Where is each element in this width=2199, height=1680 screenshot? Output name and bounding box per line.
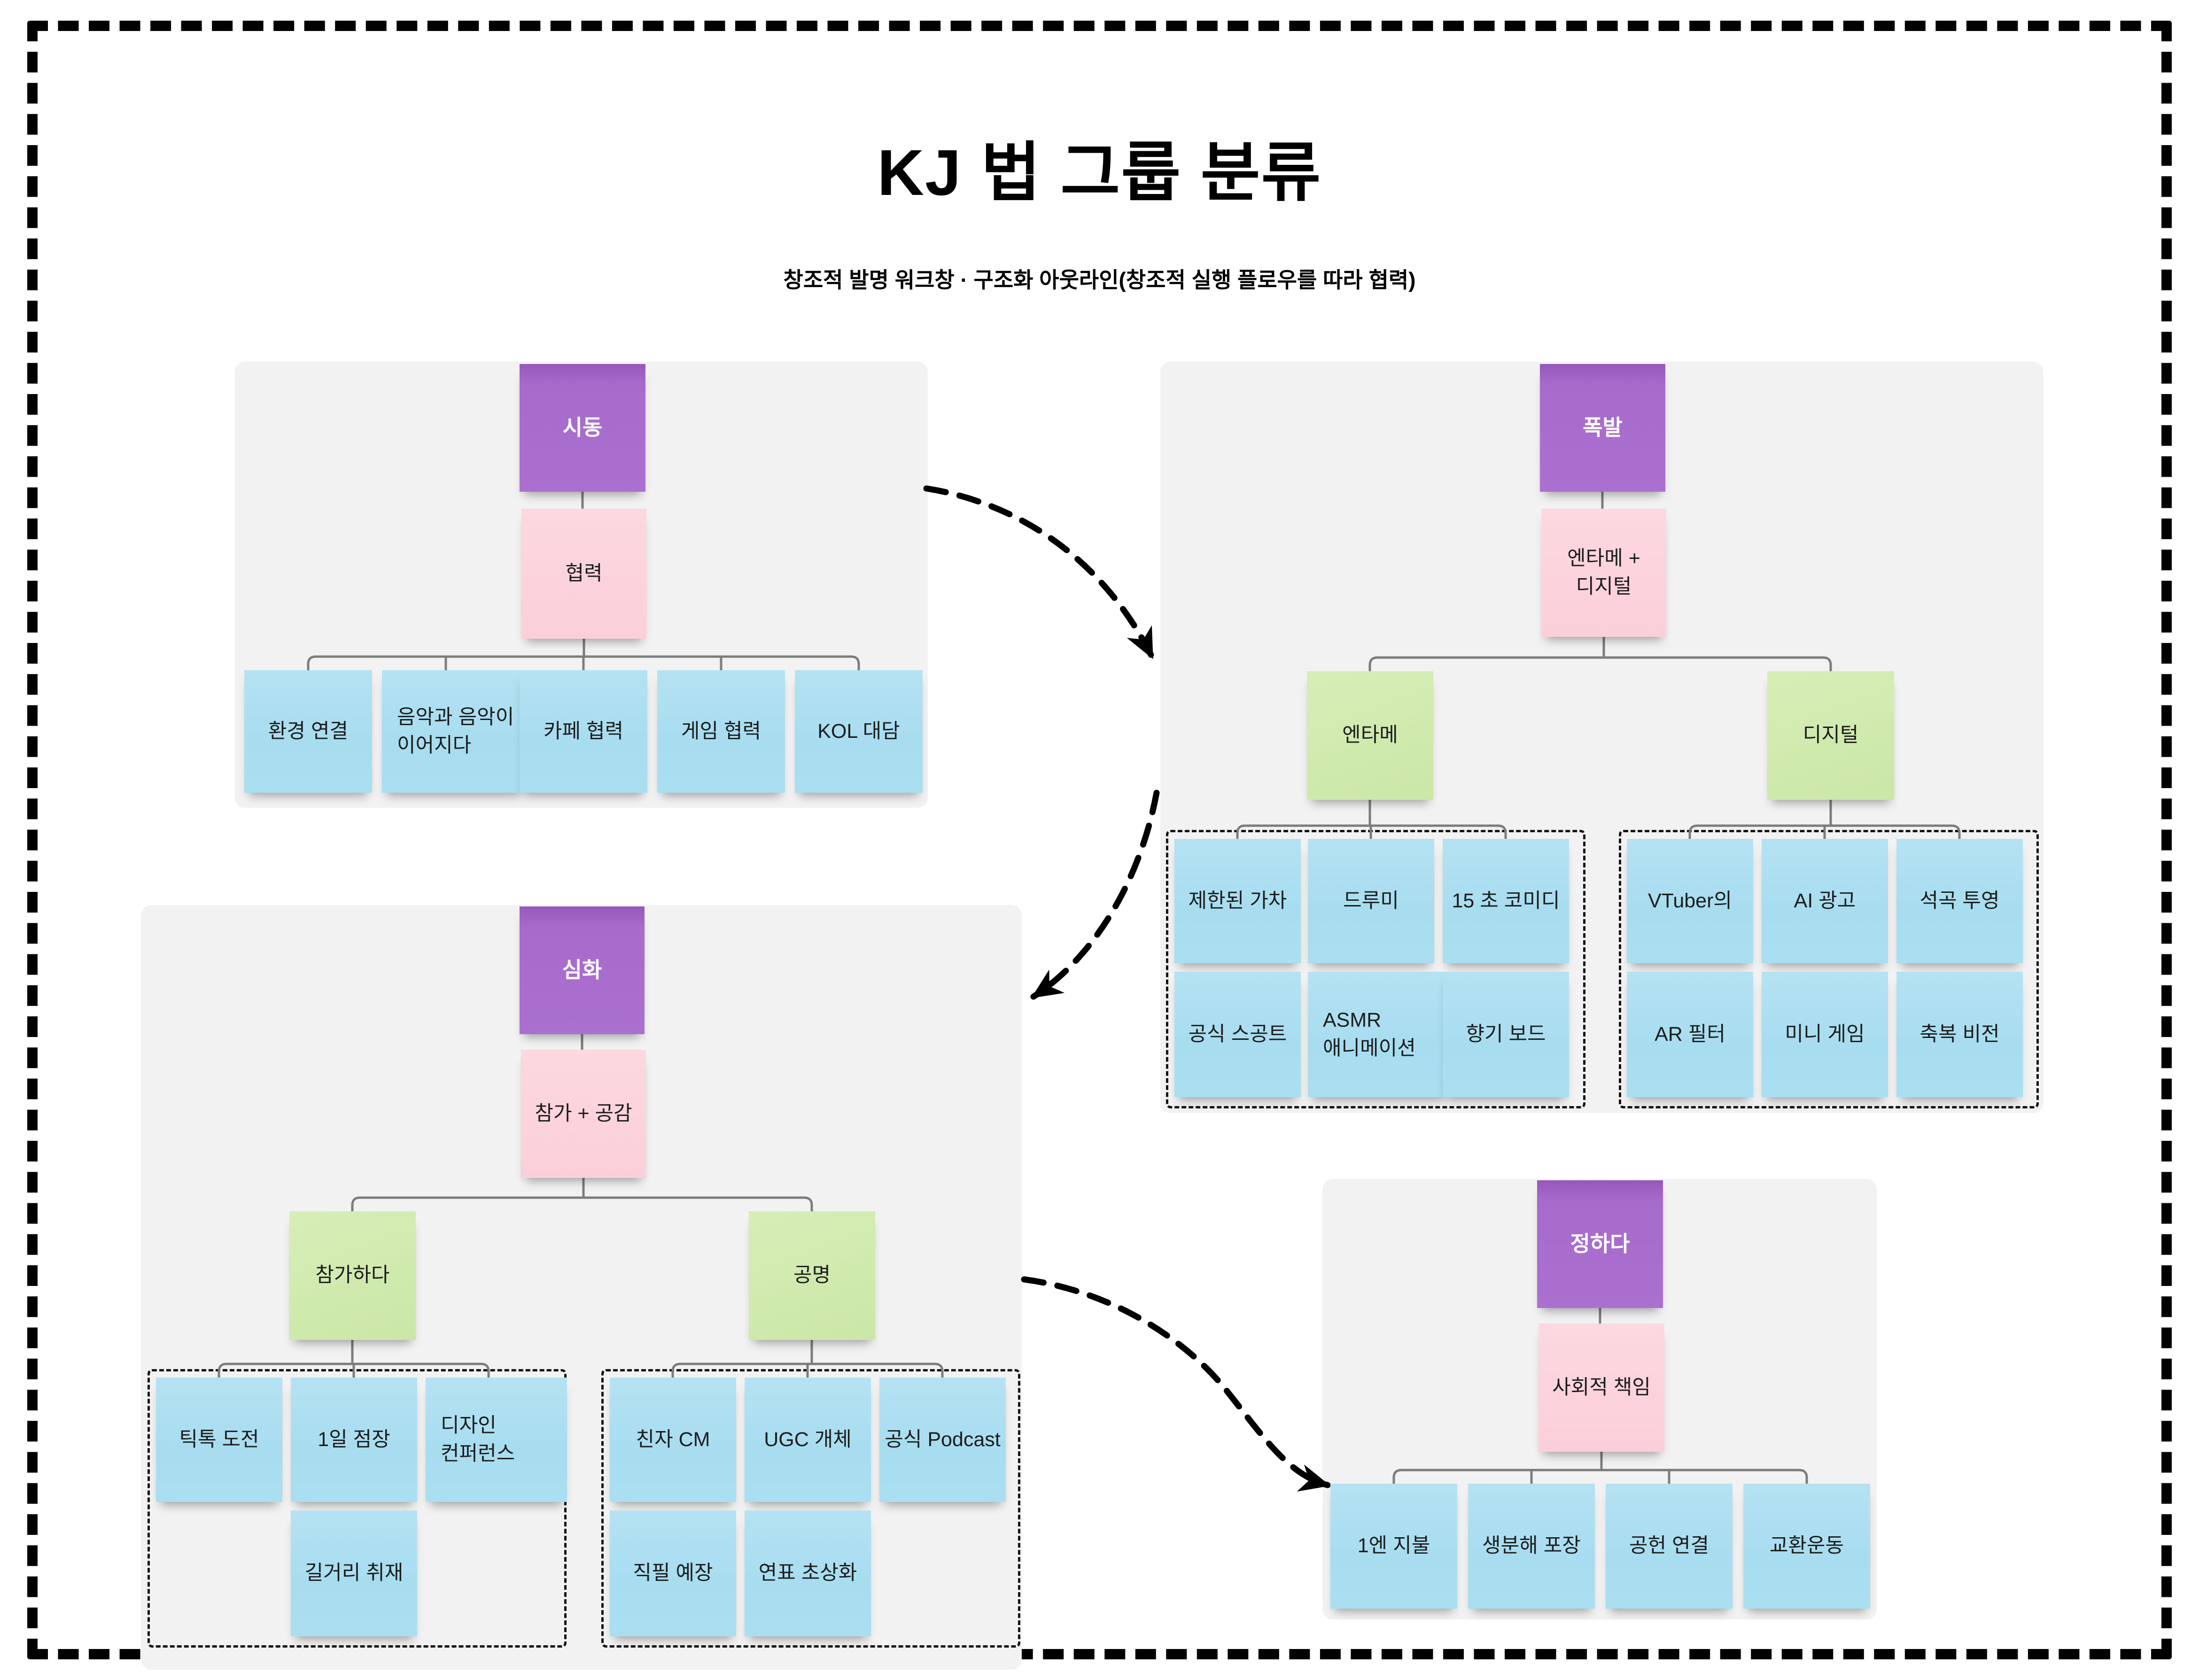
note-digital-item-2[interactable]: AI 광고 (1762, 839, 1888, 963)
note-digital-item-4[interactable]: AR 필터 (1627, 972, 1753, 1097)
note-resonance-item-4[interactable]: 직필 예장 (610, 1510, 736, 1636)
group-box-digital (1619, 830, 2039, 1108)
note-decide-root[interactable]: 정하다 (1537, 1180, 1663, 1308)
note-decide-theme[interactable]: 사회적 책임 (1539, 1324, 1664, 1452)
note-start-child-2[interactable]: 음악과 음악이 이어지다 (382, 670, 525, 793)
group-box-participate (148, 1369, 567, 1648)
note-decide-child-1[interactable]: 1엔 지불 (1330, 1484, 1457, 1609)
note-participate-item-2[interactable]: 1일 점장 (291, 1378, 417, 1502)
note-entame-item-4[interactable]: 공식 스공트 (1174, 972, 1301, 1097)
note-participate-item-1[interactable]: 틱톡 도전 (156, 1378, 282, 1502)
group-box-entame (1166, 830, 1585, 1108)
note-deepen-root[interactable]: 심화 (520, 906, 645, 1034)
note-participate-item-3[interactable]: 디자인 컨퍼런스 (426, 1378, 567, 1502)
note-resonance-item-3[interactable]: 공식 Podcast (879, 1378, 1006, 1502)
note-resonance-item-5[interactable]: 연표 초상화 (745, 1510, 871, 1636)
note-entame-item-6[interactable]: 향기 보드 (1443, 972, 1569, 1097)
note-start-child-4[interactable]: 게임 협력 (657, 670, 785, 793)
note-start-child-5[interactable]: KOL 대담 (795, 670, 923, 793)
note-resonance-item-2[interactable]: UGC 개체 (745, 1378, 871, 1502)
note-digital-item-6[interactable]: 축복 비전 (1896, 972, 2023, 1097)
note-entame-item-2[interactable]: 드루미 (1308, 839, 1434, 963)
flow-arrow-start-to-explode (923, 485, 1155, 660)
note-start-root[interactable]: 시동 (520, 364, 645, 492)
note-digital-item-3[interactable]: 석곡 투영 (1896, 839, 2023, 963)
tree-connectors (218, 490, 1961, 1485)
note-explode-theme[interactable]: 엔타메 + 디지털 (1541, 509, 1666, 637)
note-decide-child-3[interactable]: 공헌 연결 (1606, 1484, 1733, 1609)
note-start-child-1[interactable]: 환경 연결 (244, 670, 372, 793)
note-digital-item-1[interactable]: VTuber의 (1627, 839, 1753, 963)
flow-arrow-explode-to-deepen (1030, 790, 1160, 1000)
note-subgroup-resonance[interactable]: 공명 (749, 1211, 875, 1340)
group-box-resonance (601, 1369, 1020, 1648)
page-title: KJ 법 그룹 분류 (877, 137, 1322, 209)
note-start-child-3[interactable]: 카페 협력 (520, 670, 647, 793)
note-subgroup-digital[interactable]: 디지털 (1767, 671, 1894, 800)
note-participate-item-4[interactable]: 길거리 취재 (291, 1510, 417, 1636)
flow-arrow-deepen-to-decide (1021, 1276, 1331, 1492)
note-deepen-theme[interactable]: 참가 + 공감 (521, 1050, 646, 1178)
note-decide-child-4[interactable]: 교환운동 (1743, 1484, 1870, 1609)
note-resonance-item-1[interactable]: 친자 CM (610, 1378, 736, 1502)
note-entame-item-1[interactable]: 제한된 가차 (1174, 839, 1301, 963)
note-start-theme[interactable]: 협력 (521, 509, 646, 639)
note-digital-item-5[interactable]: 미니 게임 (1762, 972, 1888, 1097)
note-decide-child-2[interactable]: 생분해 포장 (1468, 1484, 1595, 1609)
note-entame-item-3[interactable]: 15 초 코미디 (1443, 839, 1569, 963)
page-subtitle: 창조적 발명 워크창 · 구조화 아웃라인(창조적 실행 플로우를 따라 협력) (783, 268, 1416, 292)
note-entame-item-5[interactable]: ASMR 애니메이션 (1308, 972, 1449, 1097)
note-subgroup-participate[interactable]: 참가하다 (289, 1211, 416, 1340)
note-subgroup-entame[interactable]: 엔타메 (1307, 671, 1433, 800)
note-explode-root[interactable]: 폭발 (1540, 364, 1665, 492)
